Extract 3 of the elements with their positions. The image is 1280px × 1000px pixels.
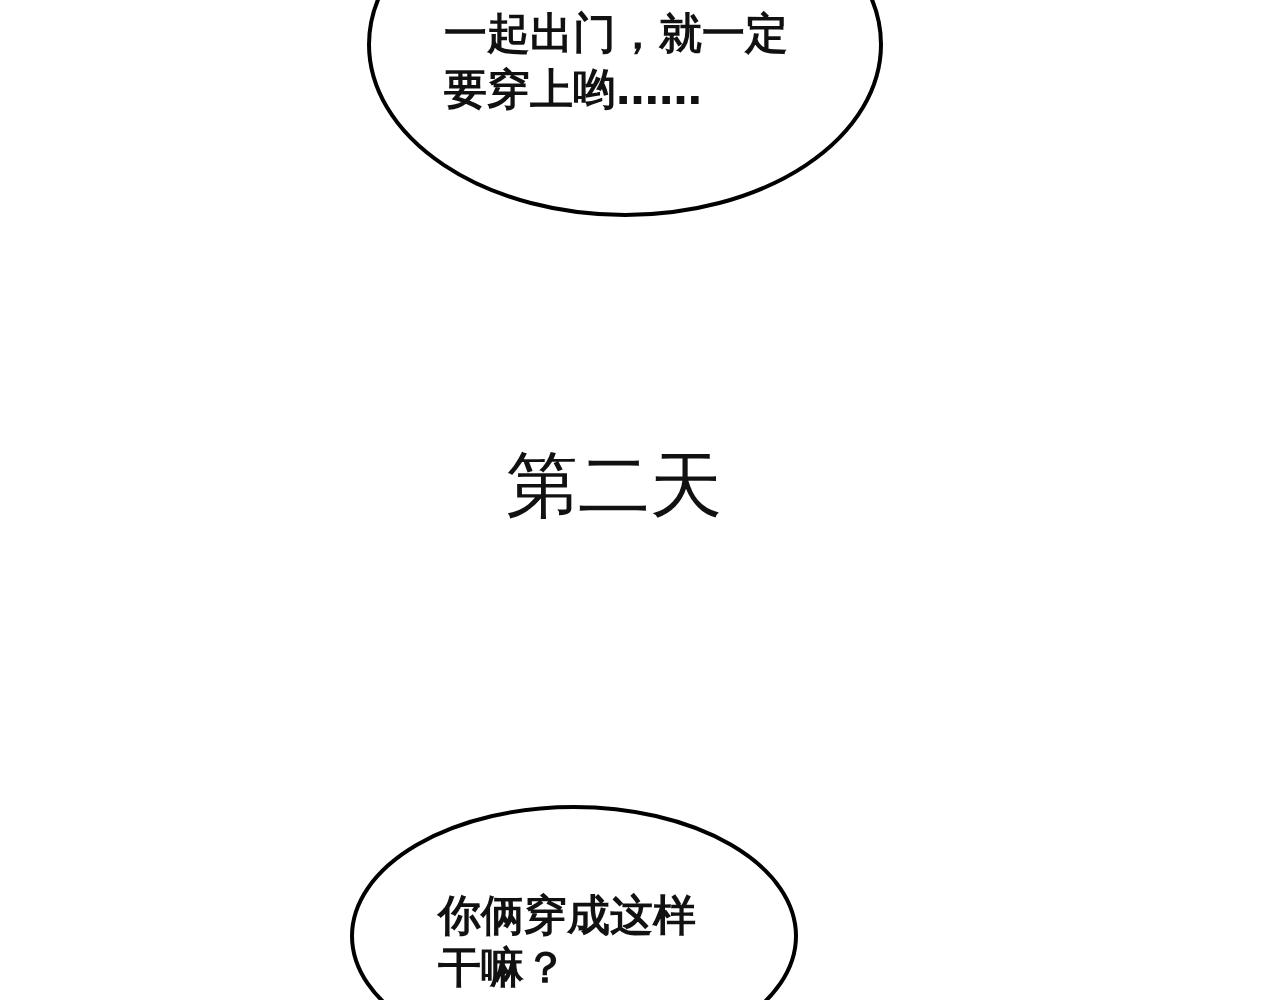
bubble-text: 一起出门，就一定要穿上哟…… — [444, 7, 789, 116]
caption-text: 第二天 — [506, 442, 722, 529]
bubble-text: 你俩穿成这样干嘛？ — [438, 889, 697, 993]
